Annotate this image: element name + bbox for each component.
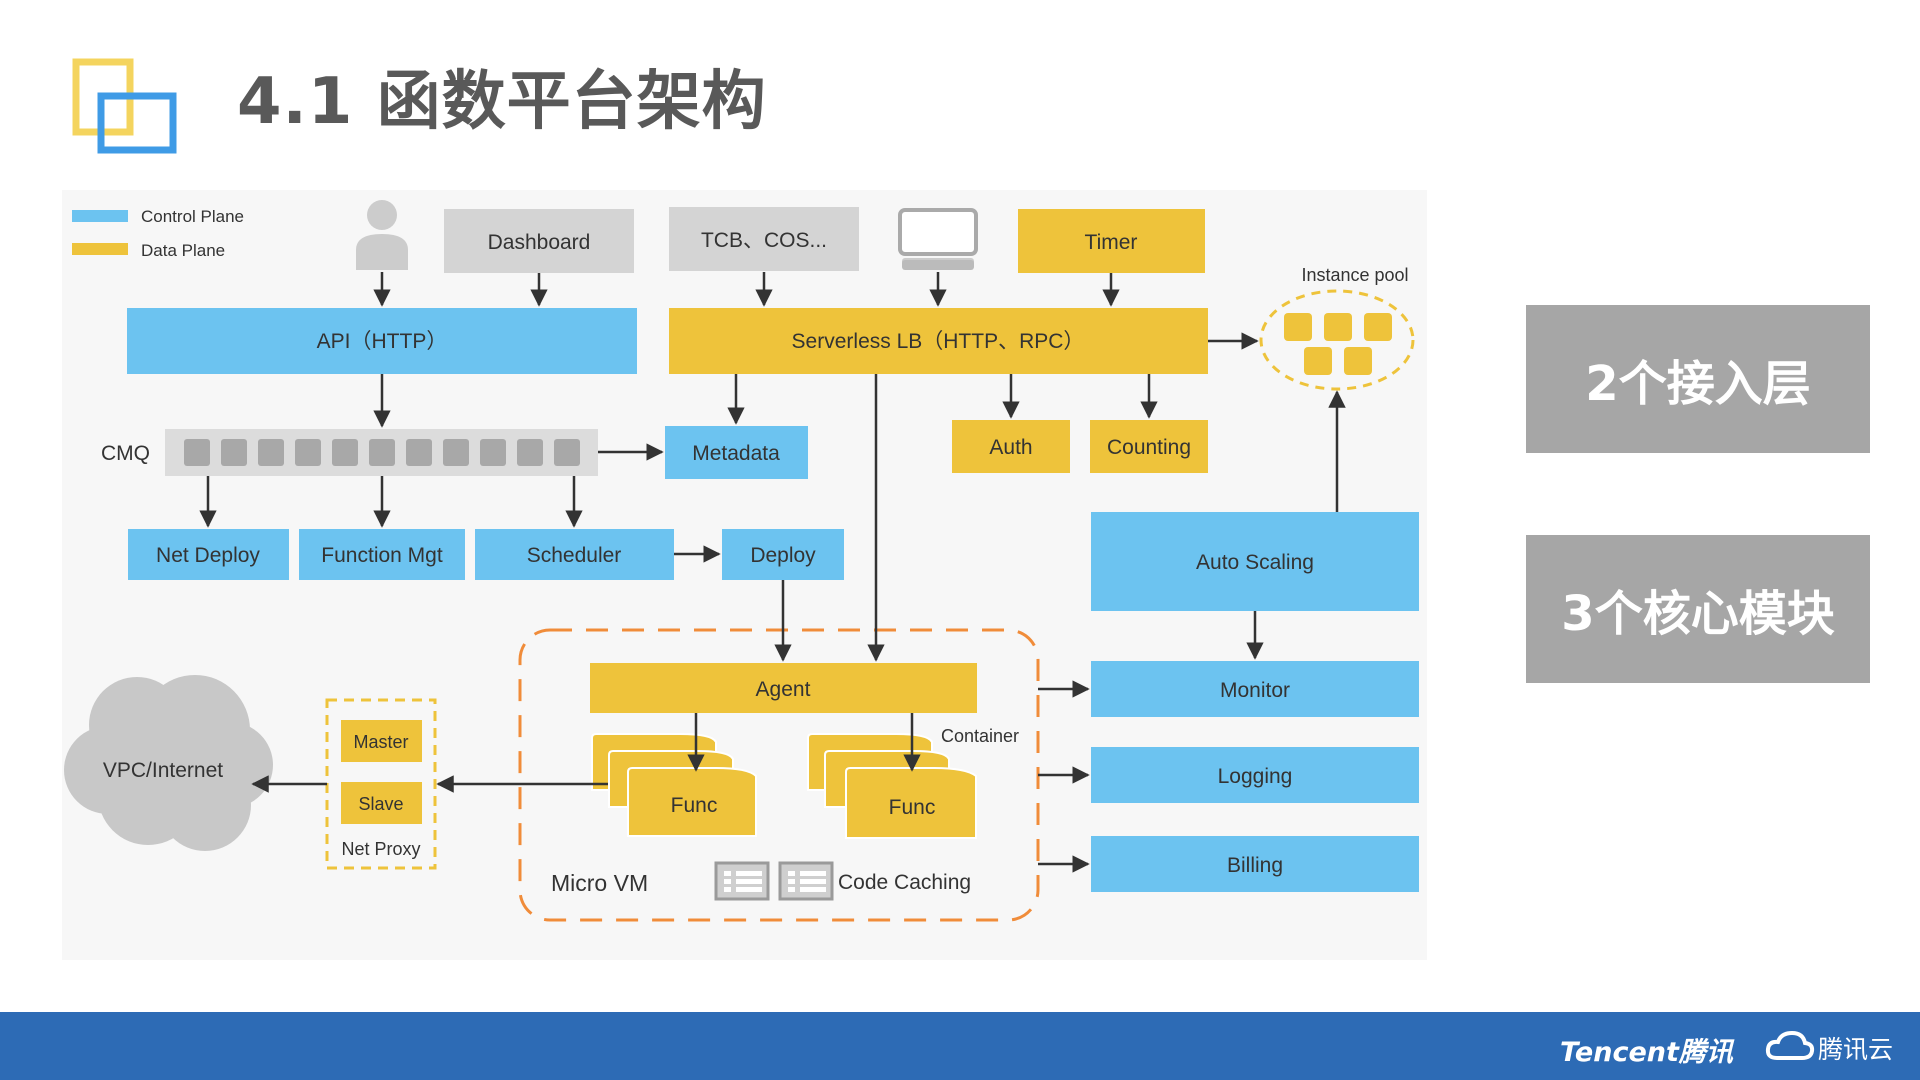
agent-label: Agent — [756, 678, 811, 701]
billing-box — [1091, 836, 1419, 892]
net-deploy-label: Net Deploy — [156, 544, 260, 567]
micro-vm-label: Micro VM — [551, 870, 648, 896]
master-box — [341, 720, 422, 762]
tencent-cloud-logo: 腾讯云 — [1818, 1035, 1894, 1064]
footer-bar — [0, 1012, 1920, 1080]
deploy-label: Deploy — [750, 544, 816, 567]
cmq-slot — [480, 439, 506, 466]
cmq-slot — [369, 439, 395, 466]
instance-square — [1284, 313, 1312, 341]
timer-label: Timer — [1085, 231, 1138, 254]
dashboard-label: Dashboard — [488, 231, 591, 254]
deploy-box — [722, 529, 844, 580]
tencent-logo: Tencent腾讯 — [1560, 1037, 1733, 1068]
func-label: Func — [671, 794, 718, 817]
vpc-internet-label: VPC/Internet — [103, 759, 223, 782]
cloud-icon — [1765, 1030, 1815, 1060]
tcb-box — [669, 207, 859, 271]
func-label: Func — [889, 796, 936, 819]
code-cache-icon — [714, 861, 770, 901]
cmq-slot — [184, 439, 210, 466]
overlapping-squares-logo — [72, 58, 177, 154]
cmq-slot — [221, 439, 247, 466]
auth-box — [952, 420, 1070, 473]
side-card-access-layers: 2个接入层 — [1526, 305, 1870, 453]
metadata-label: Metadata — [692, 442, 780, 465]
function-mgt-label: Function Mgt — [321, 544, 443, 567]
instance-square — [1364, 313, 1392, 341]
legend-label-control: Control Plane — [141, 207, 244, 226]
cmq-slot — [258, 439, 284, 466]
api-label: API（HTTP） — [317, 330, 448, 353]
code-cache-icon — [778, 861, 834, 901]
func-stack-right: Func — [807, 733, 977, 839]
cmq-label: CMQ — [101, 442, 150, 465]
cloud-shape — [64, 675, 273, 851]
slave-label: Slave — [358, 794, 403, 814]
legend: Control Plane Data Plane — [72, 207, 244, 260]
instance-pool-label: Instance pool — [1301, 265, 1408, 285]
scheduler-label: Scheduler — [527, 544, 622, 567]
api-box — [127, 308, 637, 374]
instance-square — [1304, 347, 1332, 375]
billing-label: Billing — [1227, 854, 1283, 877]
cmq-slot — [517, 439, 543, 466]
logging-box — [1091, 747, 1419, 803]
timer-box — [1018, 209, 1205, 273]
auto-scaling-label: Auto Scaling — [1196, 551, 1314, 574]
serverless-lb-box — [669, 308, 1208, 374]
cmq-slot — [295, 439, 321, 466]
cmq-slot — [554, 439, 580, 466]
counting-box — [1090, 420, 1208, 473]
logging-label: Logging — [1218, 765, 1293, 788]
instance-square — [1344, 347, 1372, 375]
cmq-slots — [184, 439, 580, 466]
legend-swatch-data — [72, 243, 128, 255]
code-caching-label: Code Caching — [838, 871, 971, 894]
side-card-core-modules: 3个核心模块 — [1526, 535, 1870, 683]
auth-label: Auth — [989, 436, 1032, 459]
agent-box — [590, 663, 977, 713]
master-label: Master — [353, 732, 408, 752]
net-proxy-label: Net Proxy — [341, 839, 420, 859]
net-deploy-box — [128, 529, 289, 580]
computer-icon — [898, 208, 978, 270]
user-icon — [356, 200, 408, 270]
monitor-label: Monitor — [1220, 679, 1290, 702]
serverless-lb-label: Serverless LB（HTTP、RPC） — [792, 330, 1085, 353]
cmq-slot — [443, 439, 469, 466]
tcb-label: TCB、COS... — [701, 229, 827, 252]
auto-scaling-box — [1091, 512, 1419, 611]
monitor-box — [1091, 661, 1419, 717]
dashboard-box — [444, 209, 634, 273]
instance-pool-boundary — [1259, 289, 1415, 391]
page-title: 4.1 函数平台架构 — [237, 65, 767, 139]
counting-label: Counting — [1107, 436, 1191, 459]
scheduler-box — [475, 529, 674, 580]
connectors — [199, 272, 1346, 873]
cmq-slot — [332, 439, 358, 466]
instance-pool-squares — [1284, 313, 1392, 375]
instance-square — [1324, 313, 1352, 341]
slave-box — [341, 782, 422, 824]
metadata-box — [665, 426, 808, 479]
container-label: Container — [941, 726, 1019, 746]
legend-swatch-control — [72, 210, 128, 222]
function-mgt-box — [299, 529, 465, 580]
cmq-slot — [406, 439, 432, 466]
legend-label-data: Data Plane — [141, 241, 225, 260]
